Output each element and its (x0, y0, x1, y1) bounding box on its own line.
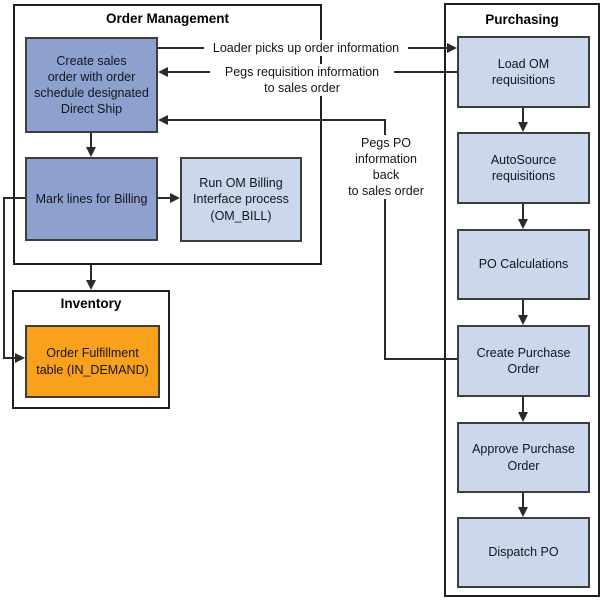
arrowhead-down-icon (518, 507, 528, 517)
order-management-title: Order Management (105, 11, 230, 26)
purchasing-title: Purchasing (485, 12, 559, 27)
autosource-requisitions-box: AutoSource requisitions (457, 132, 590, 204)
mark-to-run-line (158, 197, 171, 199)
arrowhead-down-icon (86, 280, 96, 290)
run-om-billing-box: Run OM Billing Interface process (OM_BIL… (180, 157, 302, 242)
pegs-po-top-line (168, 119, 386, 121)
arrowhead-left-icon (158, 67, 168, 77)
purchasing-flow-line (522, 493, 524, 508)
purchasing-flow-line (522, 300, 524, 316)
om-to-inventory-line (90, 265, 92, 281)
arrowhead-left-icon (158, 115, 168, 125)
purchasing-flow-line (522, 108, 524, 123)
load-om-requisitions-box: Load OM requisitions (457, 36, 590, 108)
mark-lines-out-line (3, 197, 25, 199)
order-fulfillment-table-box: Order Fulfillment table (IN_DEMAND) (25, 325, 160, 398)
pegs-po-connector-label: Pegs PO information back to sales order (334, 135, 438, 199)
approve-purchase-order-box: Approve Purchase Order (457, 422, 590, 493)
pegs-po-vertical-line (384, 119, 386, 360)
inventory-group: Inventory (12, 290, 170, 409)
loader-connector-label: Loader picks up order information (204, 40, 408, 56)
arrowhead-down-icon (86, 147, 96, 157)
order-fulfillment-in-line (3, 357, 17, 359)
arrowhead-down-icon (518, 219, 528, 229)
arrowhead-down-icon (518, 412, 528, 422)
dispatch-po-box: Dispatch PO (457, 517, 590, 588)
purchasing-flow-line (522, 397, 524, 413)
inventory-title: Inventory (60, 296, 122, 311)
arrowhead-right-icon (447, 43, 457, 53)
sales-to-mark-line (90, 133, 92, 148)
create-sales-order-box: Create sales order with order schedule d… (25, 37, 158, 133)
pegs-requisition-connector-label: Pegs requisition information to sales or… (210, 64, 394, 96)
mark-lines-for-billing-box: Mark lines for Billing (25, 157, 158, 241)
arrowhead-down-icon (518, 122, 528, 132)
arrowhead-right-icon (170, 193, 180, 203)
arrowhead-down-icon (518, 315, 528, 325)
purchasing-flow-line (522, 204, 524, 220)
pegs-po-bottom-line (384, 358, 457, 360)
arrowhead-right-icon (15, 353, 25, 363)
create-purchase-order-box: Create Purchase Order (457, 325, 590, 397)
po-calculations-box: PO Calculations (457, 229, 590, 300)
purchasing-group: Purchasing (444, 3, 600, 597)
mark-lines-down-line (3, 197, 5, 359)
order-management-group: Order Management (13, 4, 322, 265)
